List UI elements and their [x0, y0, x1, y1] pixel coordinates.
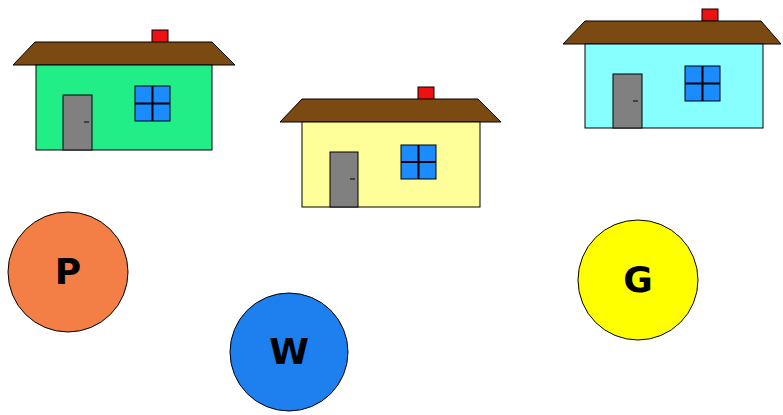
letter-circle: P: [7, 211, 129, 333]
circle-letter: G: [623, 262, 653, 298]
house-wall: [302, 122, 480, 207]
chimney: [418, 87, 434, 100]
roof: [13, 42, 235, 65]
door: [613, 74, 642, 128]
door: [330, 152, 358, 207]
chimney: [702, 9, 718, 21]
letter-circle: W: [229, 292, 349, 412]
door-handle: [633, 101, 638, 102]
window-bar: [135, 103, 170, 105]
circle-letter: W: [269, 334, 309, 370]
window-bar: [401, 161, 436, 163]
circle-fill: [578, 220, 698, 340]
window-bar: [685, 83, 720, 85]
door-handle: [84, 122, 89, 123]
chimney: [152, 30, 168, 43]
green-house: [13, 30, 235, 150]
roof: [563, 21, 781, 44]
circle-fill: [230, 293, 348, 411]
circle-fill: [8, 212, 128, 332]
window: [135, 86, 170, 121]
door: [63, 95, 92, 150]
circle-letter: P: [55, 254, 81, 290]
cyan-house: [563, 9, 781, 128]
window: [685, 66, 720, 101]
house-wall: [36, 65, 212, 150]
yellow-house: [280, 87, 501, 207]
house-wall: [585, 44, 763, 128]
window: [401, 145, 436, 179]
letter-circle: G: [577, 219, 699, 341]
door-handle: [350, 179, 355, 180]
roof: [280, 99, 501, 122]
